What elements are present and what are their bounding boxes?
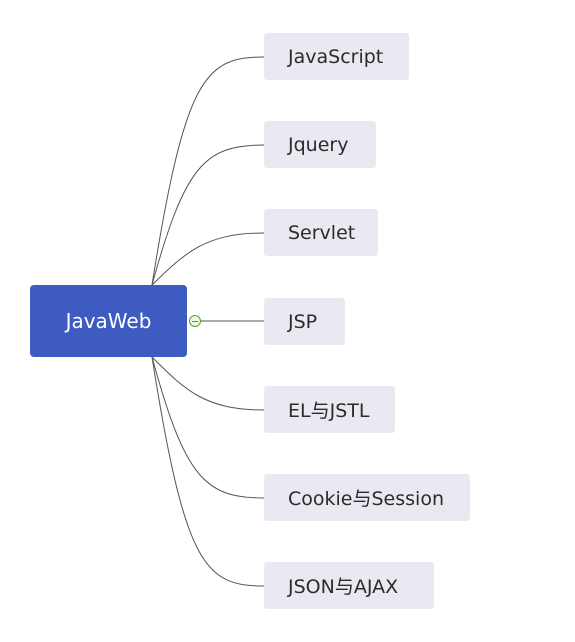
root-topic-label: JavaWeb xyxy=(65,309,152,333)
topic-cookie-session[interactable]: Cookie与Session xyxy=(264,474,470,521)
minus-circle-icon[interactable] xyxy=(189,315,201,327)
connector-line xyxy=(151,144,265,286)
topic-json-ajax[interactable]: JSON与AJAX xyxy=(264,562,434,609)
topic-label: Servlet xyxy=(288,221,356,244)
connector-line xyxy=(151,56,265,286)
topic-el-jstl[interactable]: EL与JSTL xyxy=(264,386,395,433)
root-topic-javaweb[interactable]: JavaWeb xyxy=(30,285,187,357)
topic-label: Jquery xyxy=(288,133,349,156)
topic-label: EL与JSTL xyxy=(288,400,370,422)
topic-label: JavaScript xyxy=(288,45,384,68)
topic-javascript[interactable]: JavaScript xyxy=(264,33,409,80)
connector-line xyxy=(151,356,265,587)
connector-line xyxy=(151,232,265,286)
topic-servlet[interactable]: Servlet xyxy=(264,209,378,256)
topic-label: JSON与AJAX xyxy=(288,576,399,598)
connector-line xyxy=(151,356,265,499)
connector-line xyxy=(151,356,265,411)
topic-jquery[interactable]: Jquery xyxy=(264,121,376,168)
topic-jsp[interactable]: JSP xyxy=(264,298,345,345)
topic-label: Cookie与Session xyxy=(288,488,444,510)
topic-label: JSP xyxy=(288,310,318,333)
